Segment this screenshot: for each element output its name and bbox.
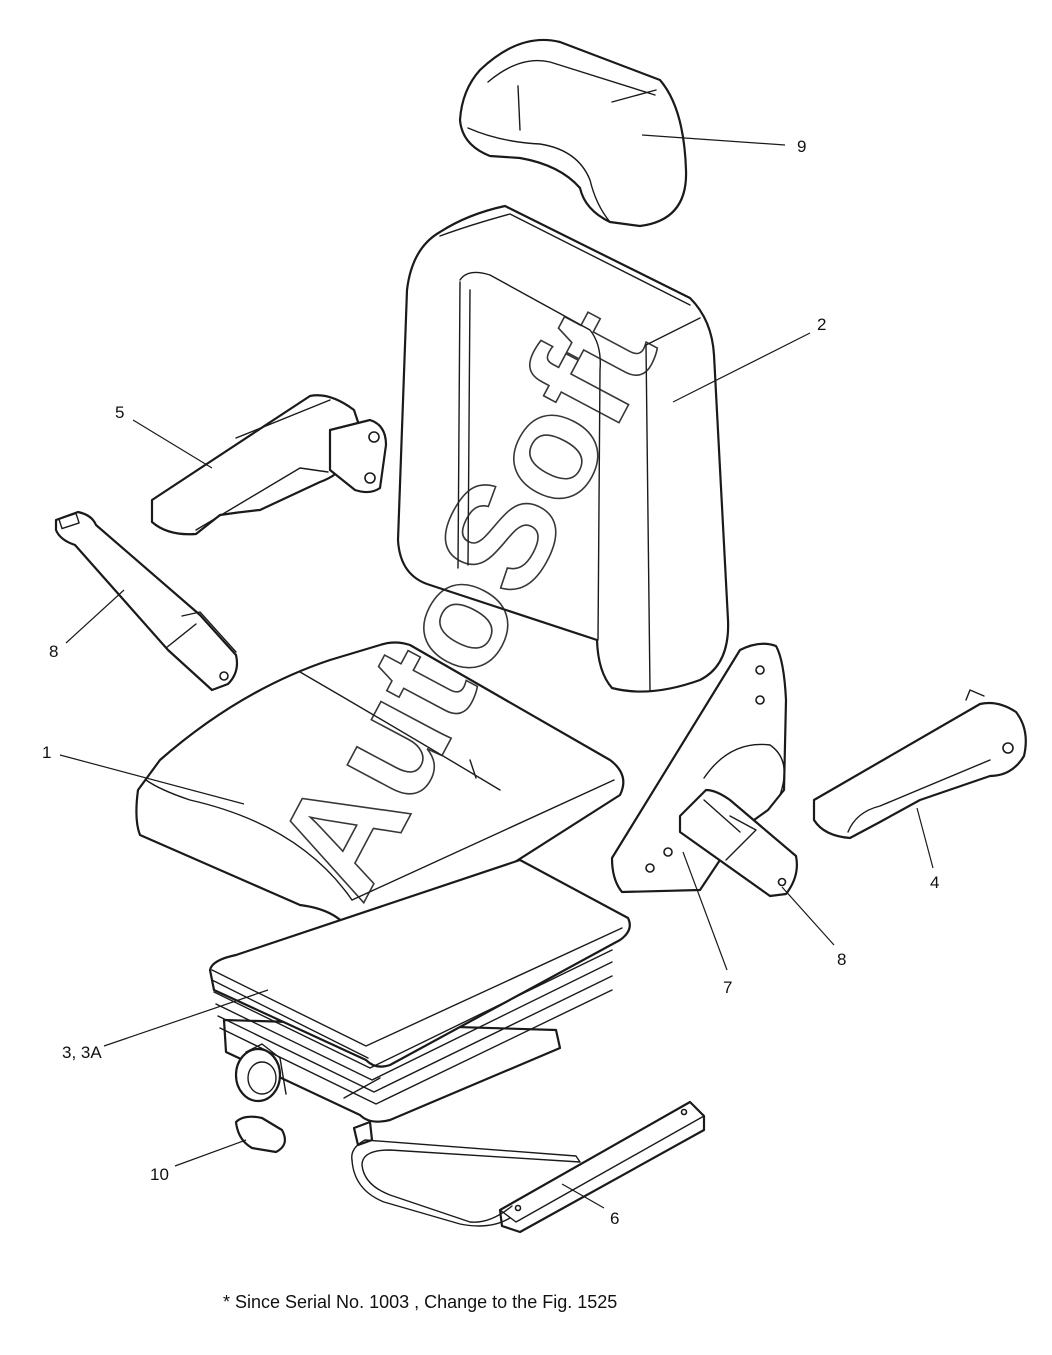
seat-belt-buckle-part-8-left: [54, 510, 239, 692]
callout-10: 10: [150, 1165, 169, 1184]
callout-3-3a: 3, 3A: [62, 1043, 102, 1062]
seat-belt-part-8-right: [678, 788, 798, 898]
armrest-right-part-4: [812, 689, 1027, 840]
seat-cushion-part-1: [135, 641, 625, 951]
footnote: * Since Serial No. 1003 , Change to the …: [223, 1292, 618, 1312]
callout-9: 9: [797, 137, 806, 156]
callout-4: 4: [930, 873, 939, 892]
leader-lines: [59, 134, 934, 1209]
callout-7: 7: [723, 978, 732, 997]
callout-8-right: 8: [837, 950, 846, 969]
bracket-part-7: [610, 642, 788, 894]
armrest-left-part-5: [150, 394, 388, 536]
slide-rail-part-6: [351, 1100, 706, 1234]
callouts: 9 2 5 8 1 3, 3A 10 6 7 8 4: [42, 137, 939, 1228]
callout-2: 2: [817, 315, 826, 334]
adjustment-knob: [234, 1043, 287, 1103]
callout-5: 5: [115, 403, 124, 422]
cap-part-10: [234, 1115, 287, 1154]
callout-8-left: 8: [49, 642, 58, 661]
backrest-part-2: [396, 204, 730, 693]
suspension-part-3: [208, 858, 631, 1147]
callout-6: 6: [610, 1209, 619, 1228]
callout-1: 1: [42, 743, 51, 762]
headrest-part-9: [458, 38, 688, 228]
